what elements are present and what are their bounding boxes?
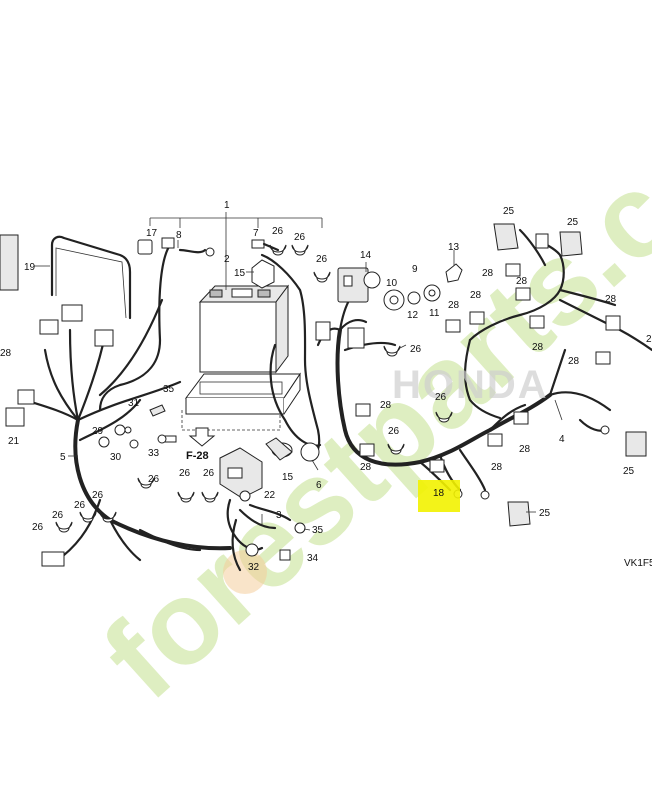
callout-26l: 26 bbox=[52, 510, 64, 521]
main-wire-harness bbox=[315, 228, 652, 500]
callout-28k: 28 bbox=[519, 444, 531, 455]
callout-28h: 28 bbox=[380, 400, 392, 411]
callout-26h: 26 bbox=[179, 468, 191, 479]
connector bbox=[41, 551, 65, 567]
callout-3: 3 bbox=[276, 510, 282, 521]
callout-28m: 28 bbox=[646, 334, 652, 345]
bracket-19 bbox=[50, 235, 132, 320]
left-wire-harness bbox=[0, 234, 232, 567]
section-ref-label: F-28 bbox=[186, 450, 209, 462]
callout-26e: 26 bbox=[435, 392, 447, 403]
battery-tray bbox=[181, 372, 301, 431]
connector bbox=[61, 304, 83, 322]
callout-9: 9 bbox=[412, 264, 418, 275]
diagram-code-label: VK1F5 bbox=[624, 558, 652, 569]
battery-cables bbox=[98, 237, 322, 462]
callout-35b: 35 bbox=[312, 525, 324, 536]
callout-26m: 26 bbox=[32, 522, 44, 533]
clips-left bbox=[55, 244, 331, 533]
watermark: forestparts.com bbox=[79, 29, 652, 724]
callout-26d: 26 bbox=[410, 344, 422, 355]
callout-26g: 26 bbox=[148, 474, 160, 485]
callout-31: 31 bbox=[128, 398, 140, 409]
callout-28f: 28 bbox=[605, 294, 617, 305]
callout-7: 7 bbox=[253, 228, 259, 239]
watermark-text: forestparts.com bbox=[79, 29, 652, 724]
callout-25a: 25 bbox=[503, 206, 515, 217]
callout-labels: 1 2 3 4 5 6 7 8 9 10 11 12 13 14 15 15 1… bbox=[0, 200, 652, 573]
callout-28i: 28 bbox=[360, 462, 372, 473]
partial-component-left bbox=[0, 234, 19, 291]
callout-8: 8 bbox=[176, 230, 182, 241]
callout-5: 5 bbox=[60, 452, 66, 463]
connector bbox=[535, 233, 549, 249]
callout-4: 4 bbox=[559, 434, 565, 445]
callout-28j: 28 bbox=[491, 462, 503, 473]
callout-28a: 28 bbox=[482, 268, 494, 279]
connector bbox=[39, 319, 59, 335]
callout-19: 19 bbox=[24, 262, 36, 273]
callout-11: 11 bbox=[429, 308, 440, 319]
connector-18 bbox=[429, 459, 445, 473]
section-ref-arrow bbox=[188, 427, 216, 447]
callout-25d: 25 bbox=[539, 508, 551, 519]
callout-26j: 26 bbox=[74, 500, 86, 511]
callout-17: 17 bbox=[146, 228, 158, 239]
callout-30: 30 bbox=[110, 452, 122, 463]
callout-33: 33 bbox=[148, 448, 160, 459]
callout-28g: 28 bbox=[568, 356, 580, 367]
callout-18: 18 bbox=[433, 488, 445, 499]
callout-22: 22 bbox=[264, 490, 276, 501]
callout-10: 10 bbox=[386, 278, 398, 289]
fasteners-left bbox=[98, 404, 177, 449]
callout-26c: 26 bbox=[316, 254, 328, 265]
callout-32: 32 bbox=[248, 562, 260, 573]
callout-12: 12 bbox=[407, 310, 419, 321]
callout-28l: 28 bbox=[0, 348, 12, 359]
callout-2: 2 bbox=[224, 254, 230, 265]
callout-21: 21 bbox=[8, 436, 20, 447]
callout-26f: 26 bbox=[388, 426, 400, 437]
relay-21 bbox=[5, 407, 25, 427]
fuse-block bbox=[219, 447, 306, 572]
callout-13: 13 bbox=[448, 242, 460, 253]
callout-6: 6 bbox=[316, 480, 322, 491]
watermark-orange-blob bbox=[223, 550, 267, 594]
part-17 bbox=[137, 239, 153, 255]
callout-15a: 15 bbox=[234, 268, 246, 279]
callout-14: 14 bbox=[360, 250, 372, 261]
connector bbox=[94, 329, 114, 347]
callout-25c: 25 bbox=[623, 466, 635, 477]
ignition-switch-assembly bbox=[337, 263, 463, 311]
clips-right bbox=[355, 223, 647, 527]
callout-1: 1 bbox=[224, 200, 230, 211]
callout-25b: 25 bbox=[567, 217, 579, 228]
callout-26a: 26 bbox=[272, 226, 284, 237]
callout-15b: 15 bbox=[282, 472, 294, 483]
battery bbox=[198, 284, 289, 374]
highlight-box-18 bbox=[418, 480, 460, 512]
connector bbox=[315, 321, 331, 341]
callout-29: 29 bbox=[92, 426, 104, 437]
callout-28e: 28 bbox=[532, 342, 544, 353]
brand-mark: HONDA bbox=[392, 363, 549, 407]
callout-28c: 28 bbox=[470, 290, 482, 301]
top-callout-bracket bbox=[149, 212, 323, 255]
callout-26i: 26 bbox=[203, 468, 215, 479]
leader-lines bbox=[34, 240, 563, 531]
callout-28b: 28 bbox=[516, 276, 528, 287]
callout-26k: 26 bbox=[92, 490, 104, 501]
part-7 bbox=[251, 239, 280, 252]
connector bbox=[347, 327, 365, 349]
callout-28d: 28 bbox=[448, 300, 460, 311]
part-15-lower bbox=[265, 437, 293, 461]
callout-35a: 35 bbox=[163, 384, 175, 395]
callout-26b: 26 bbox=[294, 232, 306, 243]
callout-34: 34 bbox=[307, 553, 319, 564]
part-15-upper bbox=[251, 259, 275, 289]
connector bbox=[17, 389, 35, 405]
